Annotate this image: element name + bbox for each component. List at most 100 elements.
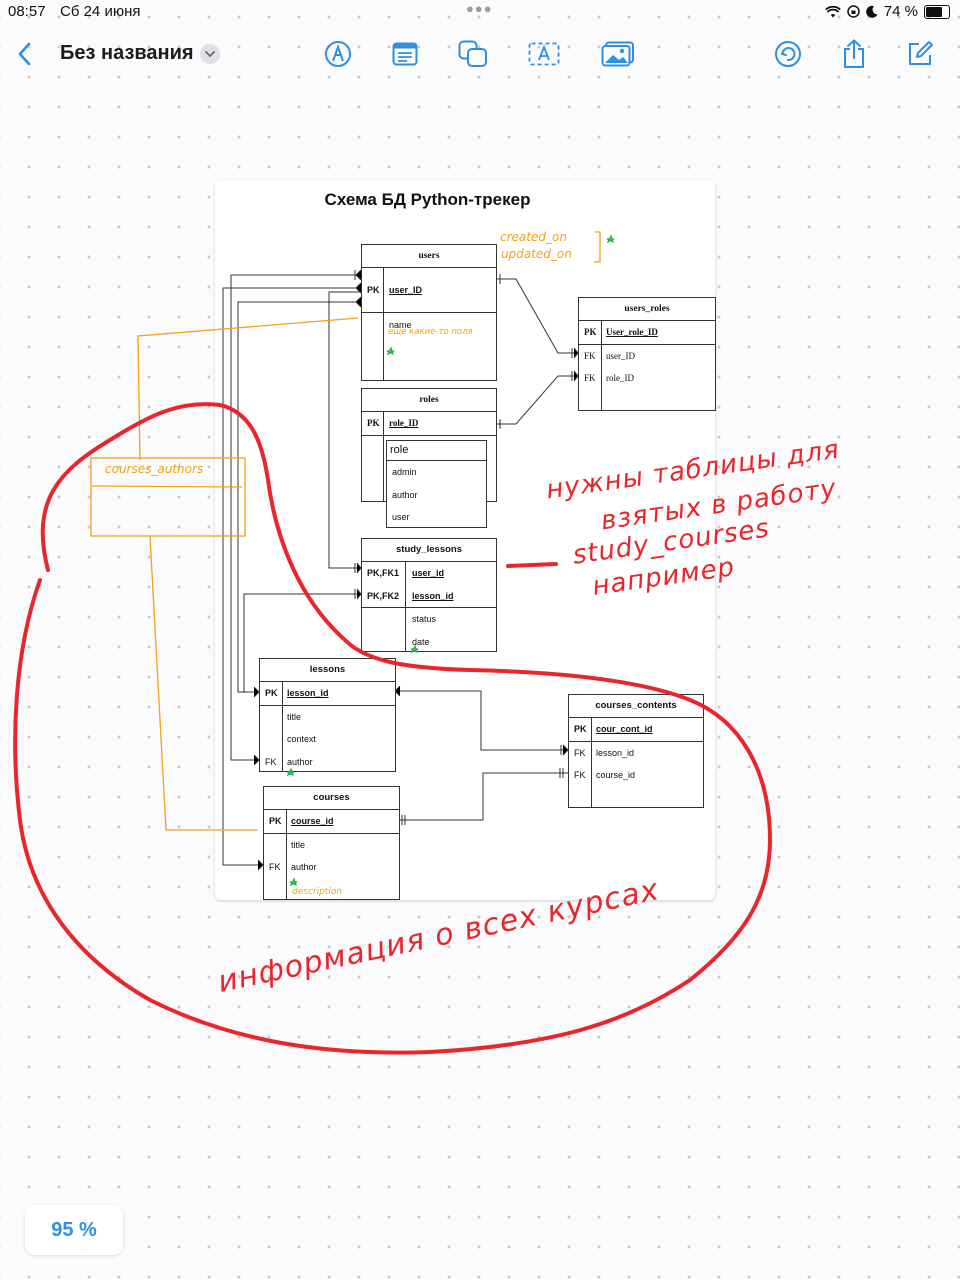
share-icon [844,39,864,68]
table-row: PK User_role_ID [579,321,715,345]
status-bar: 08:57 Сб 24 июня ●●● 74 % [0,0,960,24]
field-name: user_id [412,568,445,578]
table-row: FK author [264,856,399,879]
entity-users[interactable]: users PK user_ID name [361,244,497,381]
title-menu-button[interactable] [200,44,220,64]
table-row: PK lesson_id [260,682,395,706]
field-name: context [287,734,317,745]
role-header: role [387,441,486,461]
note-button[interactable] [385,34,425,74]
battery-percent: 74 % [883,3,918,20]
undo-button[interactable] [768,34,808,74]
table-row: PK user_ID [362,268,496,313]
compose-button[interactable] [900,34,940,74]
note-description: description [292,887,343,897]
table-row: FK author [260,751,395,774]
status-date: Сб 24 июня [60,3,141,20]
key-label: PK,FK1 [367,568,400,578]
key-label: FK [574,770,586,781]
field-name: role_ID [389,418,419,428]
table-row: title [264,834,399,857]
key-label: PK [584,327,597,337]
undo-icon [775,41,801,67]
shapes-button[interactable] [453,34,493,74]
title-chevron-icon [205,51,215,58]
wifi-icon [824,5,841,17]
key-label: PK,FK2 [367,590,400,601]
table-row: FK course_id [569,764,703,787]
pen-icon [325,41,351,67]
top-toolbar: Без названия [0,34,960,74]
entity-title: courses [264,787,399,810]
entity-courses-contents[interactable]: courses_contents PK cour_cont_id FK less… [568,694,704,808]
field-name: lesson_id [287,688,329,698]
lock-rotation-icon [847,5,860,18]
table-row: FK lesson_id [569,742,703,765]
battery-icon [924,4,950,19]
back-chevron-icon [18,42,31,66]
compose-icon [909,41,933,65]
table-row: date [362,631,496,654]
field-name: title [291,839,306,850]
pen-tool-button[interactable] [318,34,358,74]
share-button[interactable] [834,34,874,74]
entity-title: roles [362,389,496,412]
field-name: author [287,756,313,767]
media-button[interactable] [598,34,638,74]
field-name: author [291,862,317,873]
entity-title: lessons [260,659,395,682]
table-row: FK role_ID [579,367,715,390]
table-row: PK cour_cont_id [569,718,703,742]
entity-study-lessons[interactable]: study_lessons PK,FK1 user_id PK,FK2 less… [361,538,497,652]
back-button[interactable] [4,34,44,74]
field-name: role_ID [606,373,634,384]
textbox-button[interactable] [524,34,564,74]
list-item: user [392,512,410,523]
key-label: FK [584,350,596,361]
field-name: date [412,636,430,647]
field-name: lesson_id [412,590,454,601]
list-item: author [392,489,418,500]
status-time: 08:57 [8,3,46,20]
moon-icon [865,5,878,18]
table-row: name [362,314,496,337]
note-extra-fields: ещё какие-то поля [388,327,473,337]
entity-title: courses_contents [569,695,703,718]
key-label: PK [367,418,380,428]
field-name: cour_cont_id [596,724,653,734]
entity-lessons[interactable]: lessons PK lesson_id title context FK au… [259,658,396,772]
document-title[interactable]: Без названия [60,42,194,64]
key-label: FK [265,756,277,767]
note-updated-on: updated_on [501,247,572,261]
table-row: context [260,728,395,751]
field-name: status [412,614,437,625]
multitasking-dots-icon[interactable]: ●●● [466,1,493,16]
field-name: course_id [291,816,334,826]
key-label: PK [269,816,282,826]
field-name: course_id [596,770,636,781]
list-item: admin [392,467,417,477]
shapes-icon [458,40,487,67]
field-name: user_ID [389,285,423,295]
key-label: PK [574,724,587,734]
key-label: FK [269,862,281,873]
role-values-box[interactable]: role admin author user [386,440,487,528]
table-row: FK user_ID [579,345,715,368]
table-row: status [362,608,496,631]
field-name: user_ID [606,350,635,361]
table-row: PK course_id [264,810,399,834]
note-created-on: created_on [500,230,567,244]
diagram-title: Схема БД Python-трекер [324,190,531,209]
photo-icon [601,41,634,67]
entity-courses[interactable]: courses PK course_id title FK author [263,786,400,900]
field-name: User_role_ID [606,327,658,337]
status-right: 74 % [824,3,950,20]
table-row: PK,FK1 user_id [362,562,496,585]
note-icon [392,42,418,66]
key-label: FK [584,373,596,384]
zoom-level-button[interactable]: 95 % [25,1205,123,1255]
table-row: title [260,706,395,729]
entity-users-roles[interactable]: users_roles PK User_role_ID FK user_ID F… [578,297,716,411]
textbox-icon [528,42,560,66]
table-row: PK,FK2 lesson_id [362,585,496,609]
